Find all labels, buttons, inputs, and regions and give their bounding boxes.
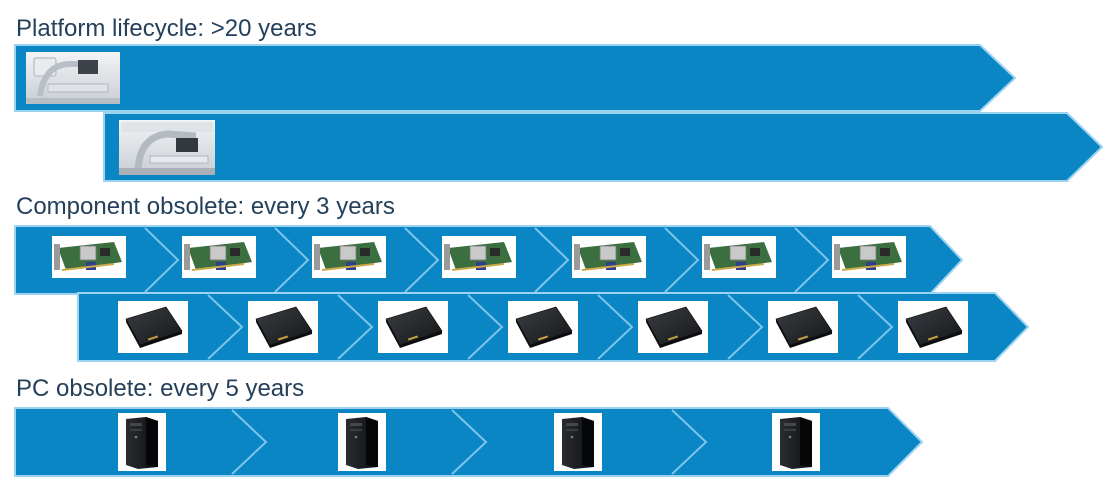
tower-pc-image <box>338 413 386 471</box>
graphics-card-image <box>832 236 906 278</box>
pc-arrow <box>14 407 924 477</box>
platform-arrow-1 <box>14 44 1017 112</box>
tower-pc-row <box>118 413 820 471</box>
tower-pc-image <box>554 413 602 471</box>
solid-state-drive-row <box>118 301 968 353</box>
solid-state-drive-image <box>378 301 448 353</box>
solid-state-drive-image <box>768 301 838 353</box>
graphics-card-row <box>52 236 906 278</box>
medical-system-image-1 <box>26 52 120 104</box>
solid-state-drive-image <box>898 301 968 353</box>
solid-state-drive-image <box>508 301 578 353</box>
tower-pc-image <box>772 413 820 471</box>
medical-system-image-2 <box>119 120 215 175</box>
platform-lifecycle-heading: Platform lifecycle: >20 years <box>16 15 317 42</box>
solid-state-drive-image <box>118 301 188 353</box>
graphics-card-image <box>312 236 386 278</box>
graphics-card-image <box>702 236 776 278</box>
solid-state-drive-image <box>638 301 708 353</box>
graphics-card-image <box>442 236 516 278</box>
graphics-card-image <box>52 236 126 278</box>
solid-state-drive-image <box>248 301 318 353</box>
graphics-card-image <box>182 236 256 278</box>
graphics-card-image <box>572 236 646 278</box>
component-obsolete-heading: Component obsolete: every 3 years <box>16 193 395 220</box>
platform-arrow-2 <box>103 112 1104 182</box>
tower-pc-image <box>118 413 166 471</box>
pc-obsolete-heading: PC obsolete: every 5 years <box>16 375 305 402</box>
